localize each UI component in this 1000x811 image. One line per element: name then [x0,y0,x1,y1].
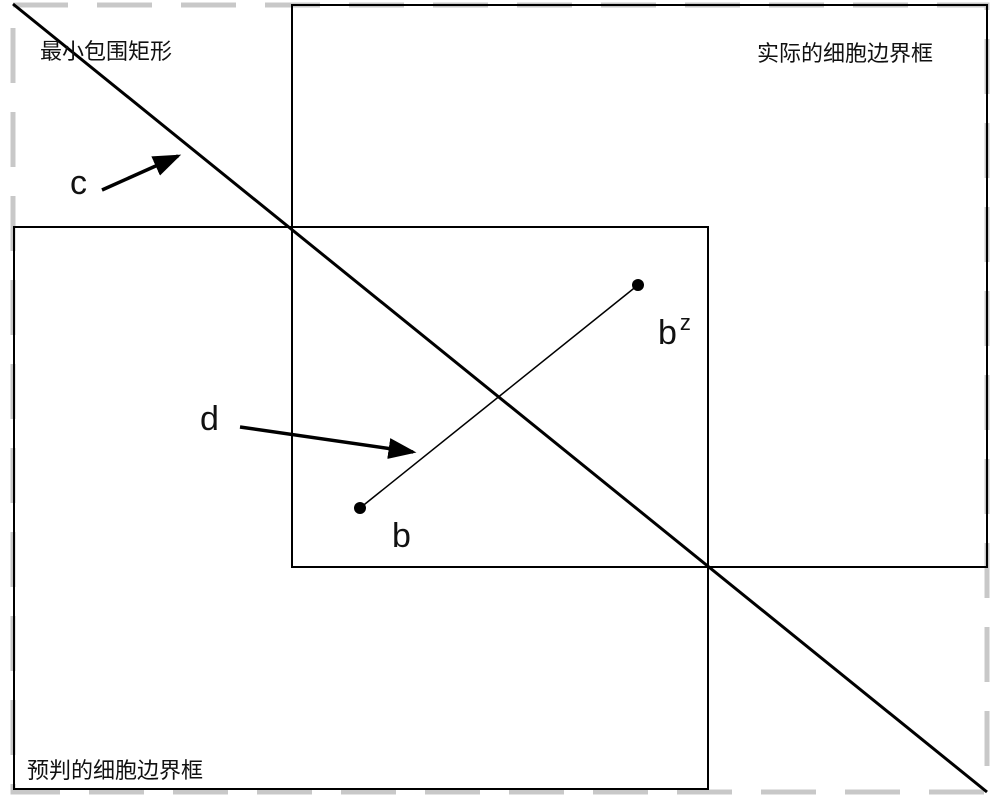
label-predicted-box: 预判的细胞边界框 [27,759,204,784]
label-bz-base: b [658,314,677,352]
label-b: b [392,517,411,555]
arrow-d [239,425,417,459]
label-min-bounding-rect: 最小包围矩形 [40,40,173,65]
center-point-b [354,502,366,514]
label-actual-box: 实际的细胞边界框 [757,42,934,67]
actual-cell-box [291,4,988,568]
diagonal-c [12,2,988,794]
predicted-cell-box [13,226,709,790]
center-distance-d [359,284,639,509]
arrow-c [101,154,182,192]
label-c: c [70,164,87,202]
label-bz-sup: z [679,310,691,335]
label-d: d [200,400,219,438]
center-point-bz [632,279,644,291]
